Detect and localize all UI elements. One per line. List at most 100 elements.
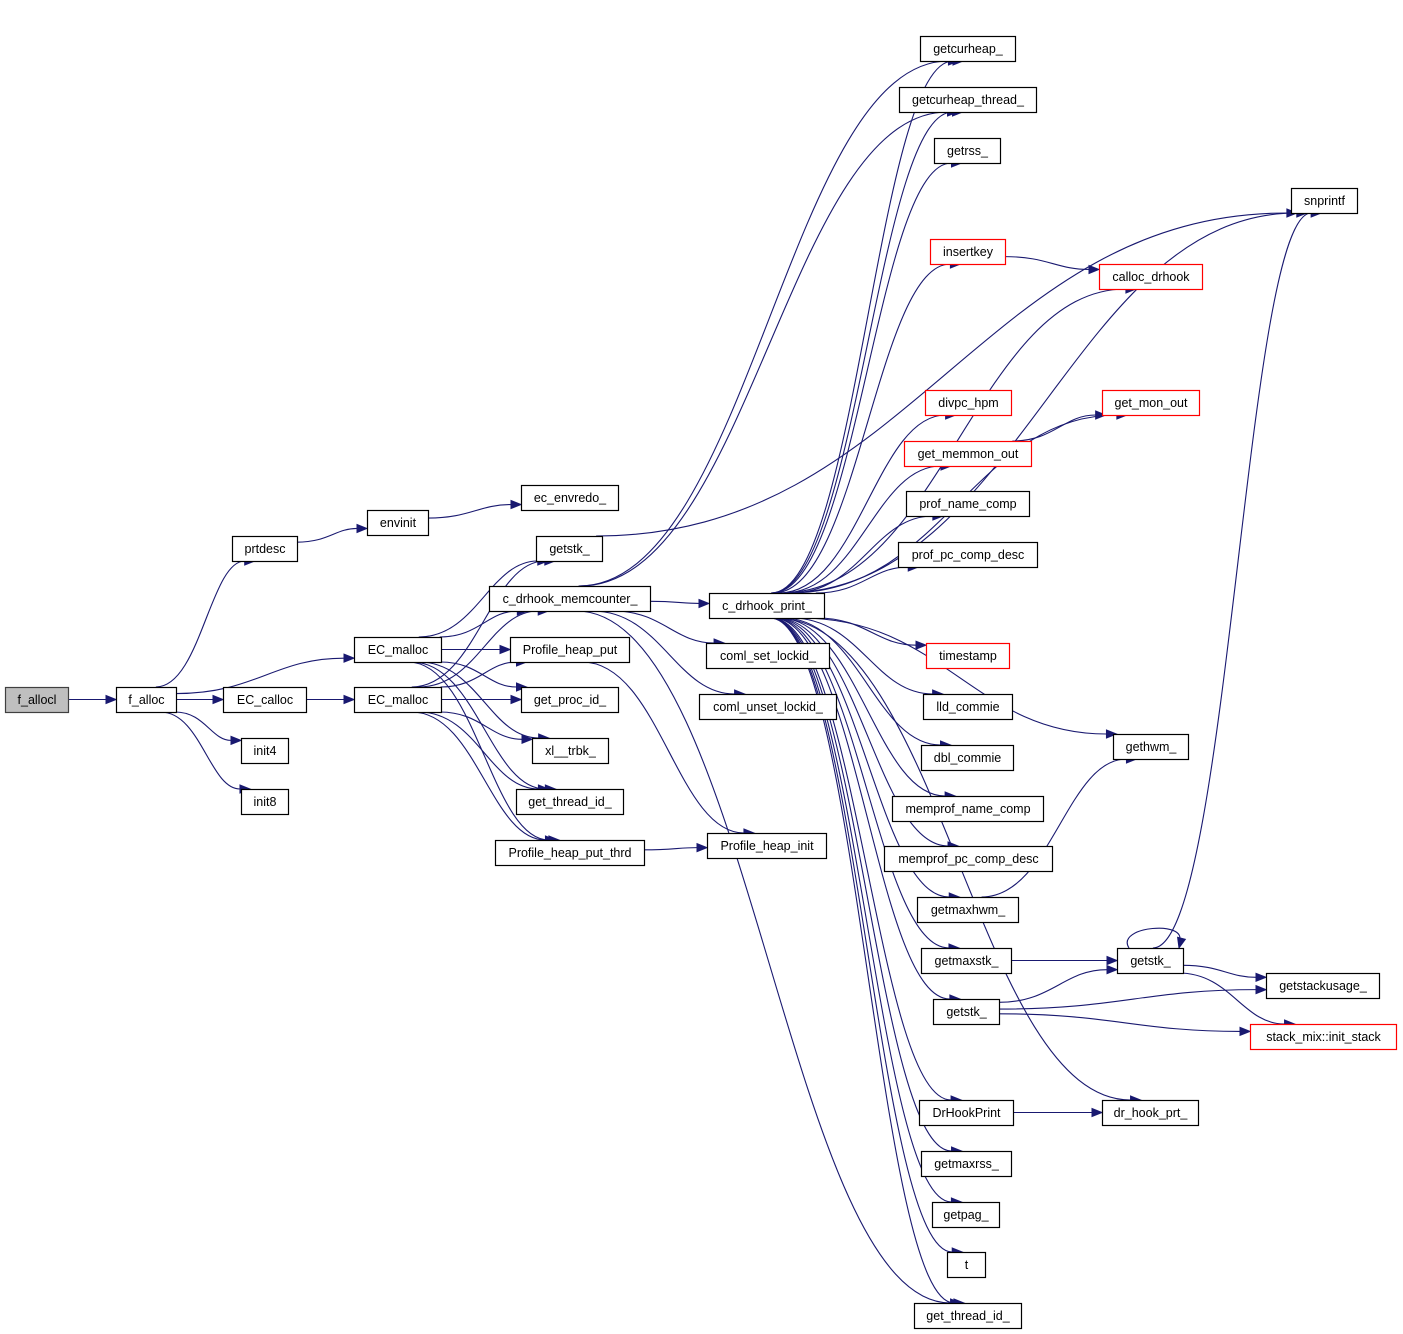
node-box[interactable]	[897, 541, 1039, 569]
node-getrss[interactable]: getrss_	[933, 137, 1002, 165]
node-box[interactable]	[698, 693, 838, 721]
node-box[interactable]	[946, 1251, 987, 1279]
node-drhookprint[interactable]: DrHookPrint	[918, 1099, 1015, 1127]
node-box[interactable]	[520, 484, 620, 512]
node-box[interactable]	[922, 693, 1014, 721]
node-box[interactable]	[1116, 947, 1185, 975]
node-init4[interactable]: init4	[240, 737, 290, 765]
node-t[interactable]: t	[946, 1251, 987, 1279]
node-getcurheap-thread[interactable]: getcurheap_thread_	[898, 86, 1038, 114]
node-box[interactable]	[1098, 263, 1204, 291]
node-box[interactable]	[913, 1302, 1023, 1330]
node-divpc-hpm[interactable]: divpc_hpm	[924, 389, 1013, 417]
node-get-mon-out[interactable]: get_mon_out	[1101, 389, 1201, 417]
node-box[interactable]	[1101, 1099, 1200, 1127]
node-ec-malloc-b[interactable]: EC_malloc	[353, 686, 443, 714]
node-box[interactable]	[535, 535, 604, 563]
node-coml-unset-lockid[interactable]: coml_unset_lockid_	[698, 693, 838, 721]
node-box[interactable]	[531, 737, 610, 765]
node-xl-trbk[interactable]: xl__trbk_	[531, 737, 610, 765]
node-prtdesc[interactable]: prtdesc	[231, 535, 299, 563]
node-box[interactable]	[706, 832, 828, 860]
node-box[interactable]	[905, 490, 1031, 518]
node-stack-mix-init-stack[interactable]: stack_mix::init_stack	[1249, 1023, 1398, 1051]
node-init8[interactable]: init8	[240, 788, 290, 816]
node-box[interactable]	[1249, 1023, 1398, 1051]
node-getstackusage[interactable]: getstackusage_	[1265, 972, 1381, 1000]
node-box[interactable]	[705, 642, 831, 670]
node-box[interactable]	[240, 788, 290, 816]
node-box[interactable]	[520, 686, 620, 714]
node-profile-heap-init[interactable]: Profile_heap_init	[706, 832, 828, 860]
node-box[interactable]	[509, 636, 631, 664]
node-ec-calloc[interactable]: EC_calloc	[222, 686, 308, 714]
node-box[interactable]	[918, 1099, 1015, 1127]
node-box[interactable]	[1265, 972, 1381, 1000]
node-box[interactable]	[920, 947, 1013, 975]
node-box[interactable]	[708, 592, 826, 620]
node-getmaxrss[interactable]: getmaxrss_	[920, 1150, 1013, 1178]
node-box[interactable]	[924, 389, 1013, 417]
node-dbl-commie[interactable]: dbl_commie	[920, 744, 1015, 772]
node-box[interactable]	[353, 636, 443, 664]
node-c-drhook-print[interactable]: c_drhook_print_	[708, 592, 826, 620]
node-box[interactable]	[494, 839, 646, 867]
node-box[interactable]	[1101, 389, 1201, 417]
node-box[interactable]	[925, 642, 1011, 670]
node-box[interactable]	[240, 737, 290, 765]
node-coml-set-lockid[interactable]: coml_set_lockid_	[705, 642, 831, 670]
node-getcurheap[interactable]: getcurheap_	[919, 35, 1017, 63]
node-ec-malloc-a[interactable]: EC_malloc	[353, 636, 443, 664]
node-box[interactable]	[115, 686, 178, 714]
node-box[interactable]	[920, 744, 1015, 772]
node-getmaxstk[interactable]: getmaxstk_	[920, 947, 1013, 975]
node-timestamp[interactable]: timestamp	[925, 642, 1011, 670]
node-box[interactable]	[488, 585, 652, 613]
node-dr-hook-prt[interactable]: dr_hook_prt_	[1101, 1099, 1200, 1127]
node-box[interactable]	[1112, 733, 1190, 761]
node-getmaxhwm[interactable]: getmaxhwm_	[916, 896, 1020, 924]
node-getstk-a[interactable]: getstk_	[535, 535, 604, 563]
node-box[interactable]	[353, 686, 443, 714]
node-box[interactable]	[931, 1201, 1001, 1229]
node-box[interactable]	[898, 86, 1038, 114]
node-box[interactable]	[883, 845, 1054, 873]
node-prof-pc-comp-desc[interactable]: prof_pc_comp_desc	[897, 541, 1039, 569]
node-box[interactable]	[932, 998, 1001, 1026]
node-box[interactable]	[366, 509, 430, 537]
node-lld-commie[interactable]: lld_commie	[922, 693, 1014, 721]
node-c-drhook-memcounter[interactable]: c_drhook_memcounter_	[488, 585, 652, 613]
node-box[interactable]	[515, 788, 625, 816]
node-memprof-name-comp[interactable]: memprof_name_comp	[891, 795, 1045, 823]
node-snprintf[interactable]: snprintf	[1290, 187, 1359, 215]
node-get-thread-id-b[interactable]: get_thread_id_	[913, 1302, 1023, 1330]
node-get-memmon-out[interactable]: get_memmon_out	[903, 440, 1033, 468]
node-get-proc-id[interactable]: get_proc_id_	[520, 686, 620, 714]
node-gethwm[interactable]: gethwm_	[1112, 733, 1190, 761]
node-box[interactable]	[916, 896, 1020, 924]
node-box[interactable]	[1290, 187, 1359, 215]
node-box[interactable]	[222, 686, 308, 714]
node-profile-heap-put[interactable]: Profile_heap_put	[509, 636, 631, 664]
node-envinit[interactable]: envinit	[366, 509, 430, 537]
node-box[interactable]	[920, 1150, 1013, 1178]
node-memprof-pc-comp-desc[interactable]: memprof_pc_comp_desc	[883, 845, 1054, 873]
node-box[interactable]	[231, 535, 299, 563]
node-insertkey[interactable]: insertkey	[929, 238, 1007, 266]
node-box[interactable]	[4, 686, 70, 714]
node-prof-name-comp[interactable]: prof_name_comp	[905, 490, 1031, 518]
node-getstk-c[interactable]: getstk_	[1116, 947, 1185, 975]
node-box[interactable]	[933, 137, 1002, 165]
node-getpag[interactable]: getpag_	[931, 1201, 1001, 1229]
node-box[interactable]	[891, 795, 1045, 823]
node-profile-heap-put-thrd[interactable]: Profile_heap_put_thrd	[494, 839, 646, 867]
node-get-thread-id-a[interactable]: get_thread_id_	[515, 788, 625, 816]
node-f-allocl[interactable]: f_allocl	[4, 686, 70, 714]
node-getstk-b[interactable]: getstk_	[932, 998, 1001, 1026]
node-box[interactable]	[903, 440, 1033, 468]
node-ec-envredo[interactable]: ec_envredo_	[520, 484, 620, 512]
node-box[interactable]	[929, 238, 1007, 266]
node-f-alloc[interactable]: f_alloc	[115, 686, 178, 714]
node-calloc-drhook[interactable]: calloc_drhook	[1098, 263, 1204, 291]
node-box[interactable]	[919, 35, 1017, 63]
